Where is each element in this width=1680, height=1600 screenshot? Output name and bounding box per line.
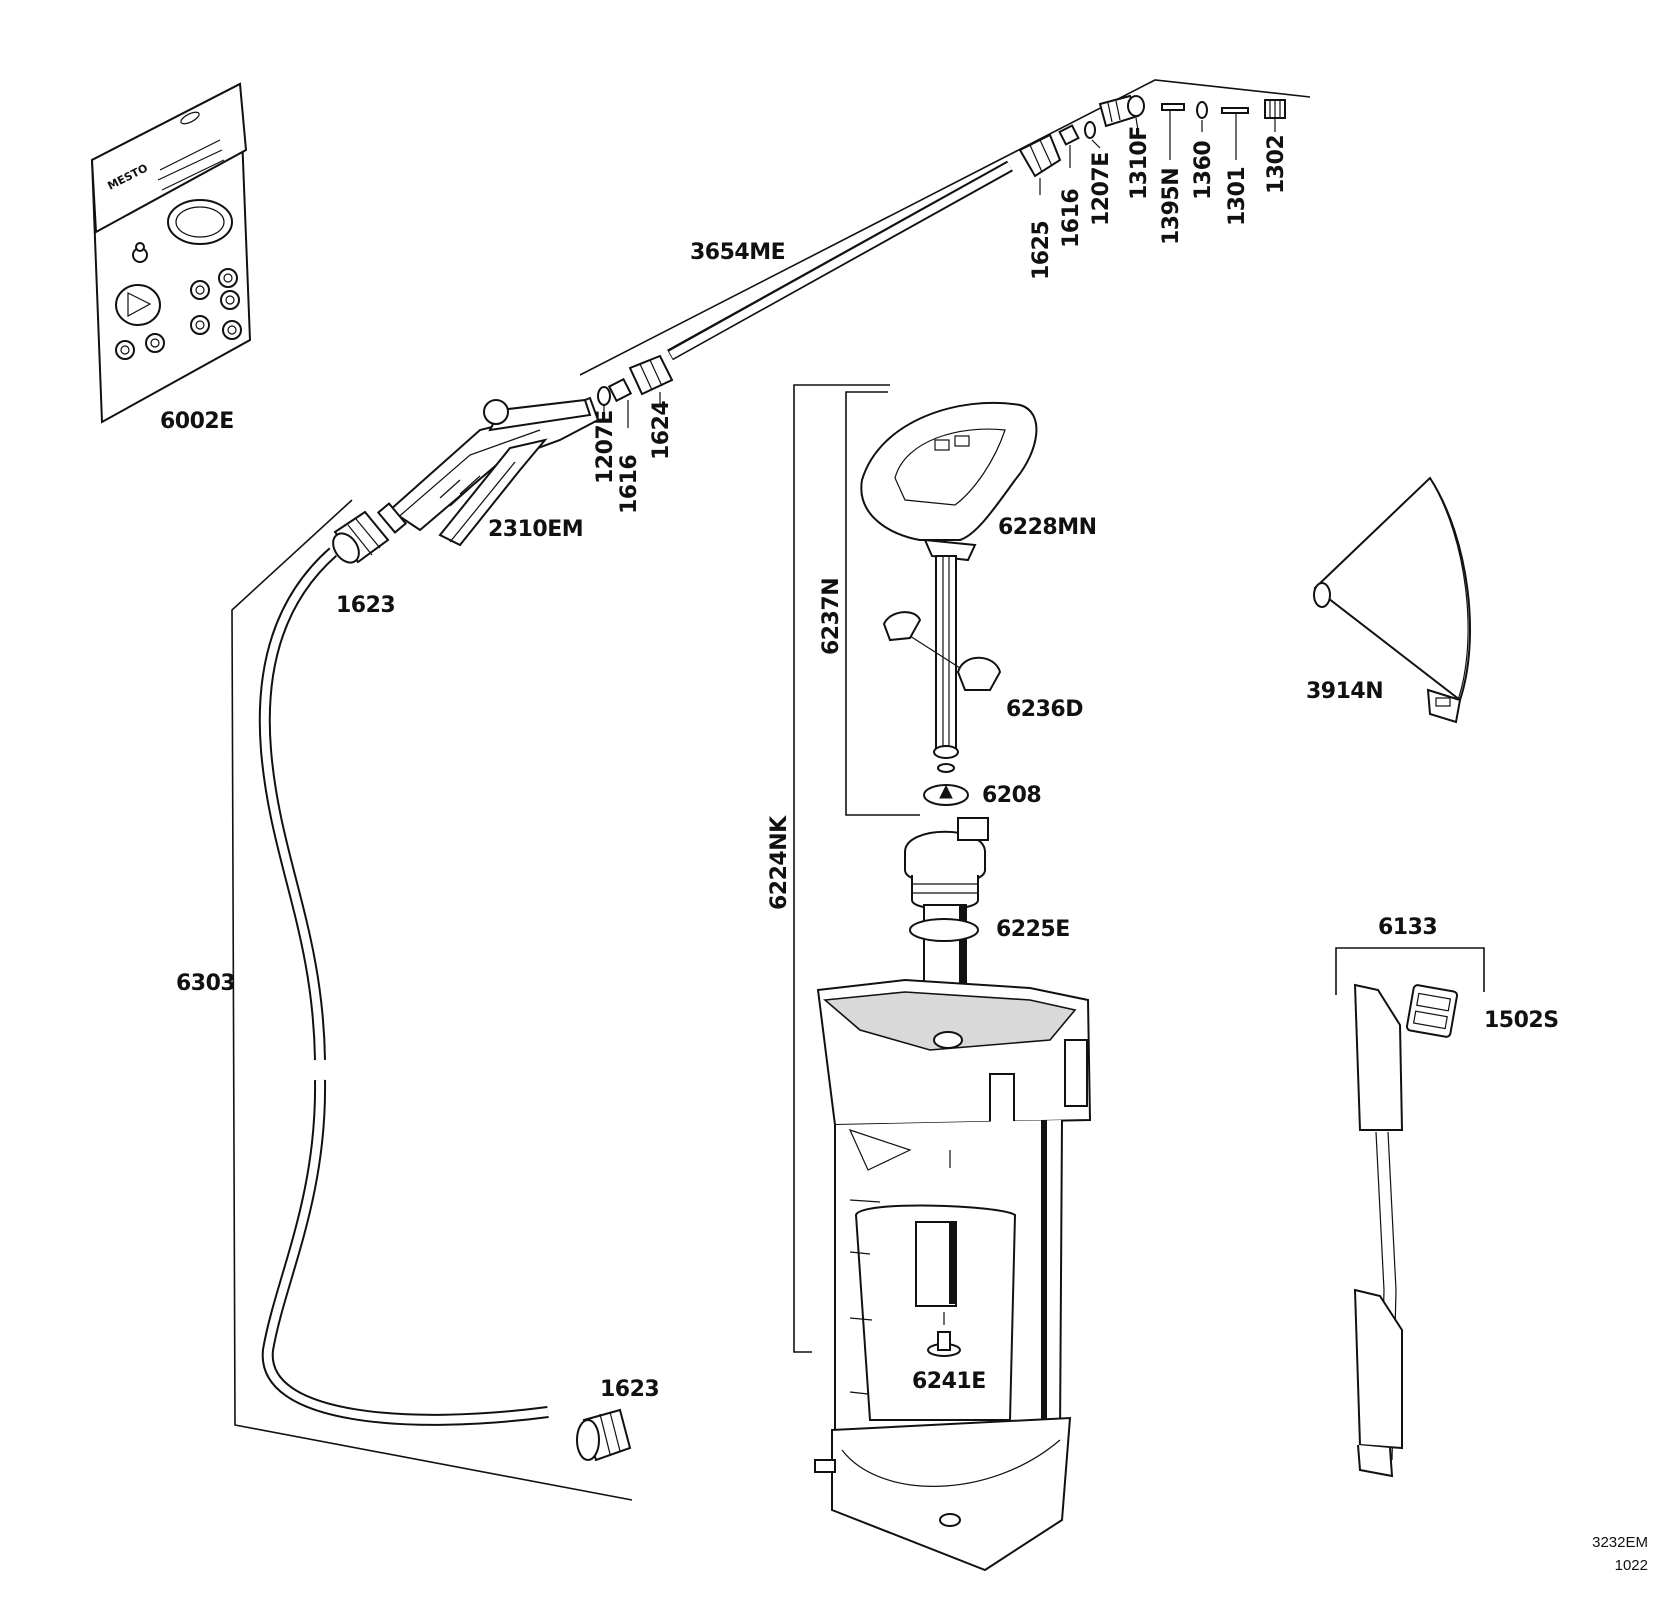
needle-1301 xyxy=(1221,107,1249,114)
clip-6236D xyxy=(882,611,1002,691)
strap-6133 xyxy=(1353,983,1404,1478)
label-1502S: 1502S xyxy=(1484,1008,1559,1033)
hose-6303 xyxy=(258,547,549,1426)
hose-nut-1623-top xyxy=(332,510,390,564)
label-1625: 1625 xyxy=(1029,221,1054,280)
cap-1302 xyxy=(1264,99,1286,119)
pump-handle-6228MN xyxy=(860,401,1038,562)
lance-tube xyxy=(667,160,1013,361)
label-1310F: 1310F xyxy=(1127,126,1152,200)
label-1207E-top: 1207E xyxy=(1089,152,1114,226)
bracket-6237N xyxy=(845,391,920,816)
oring-6225E xyxy=(909,918,979,942)
label-3654ME: 3654ME xyxy=(690,240,785,265)
label-6208: 6208 xyxy=(982,783,1041,808)
nut-1624 xyxy=(628,354,674,396)
spray-handle-2310EM xyxy=(376,396,600,547)
label-6133: 6133 xyxy=(1378,915,1437,940)
hose-group-bracket xyxy=(231,499,633,1501)
label-6237N: 6237N xyxy=(819,578,844,655)
nut-1625 xyxy=(1018,133,1062,178)
piston-rod xyxy=(933,555,959,773)
label-6241E: 6241E xyxy=(912,1369,986,1394)
valve-6208 xyxy=(923,784,969,806)
pin-1395N xyxy=(1161,103,1185,111)
label-6236D: 6236D xyxy=(1006,697,1083,722)
label-1616-mid: 1616 xyxy=(617,455,642,514)
label-1395N: 1395N xyxy=(1159,168,1184,245)
label-1616-top: 1616 xyxy=(1059,189,1084,248)
ring-1360 xyxy=(1196,101,1208,119)
washer-1207E-mid xyxy=(597,386,611,406)
label-6002E: 6002E xyxy=(160,409,234,434)
label-1302: 1302 xyxy=(1264,135,1289,194)
drawing-revision: 1022 xyxy=(1615,1557,1648,1574)
hose-nut-1623-bottom xyxy=(576,1408,632,1462)
washer-1207E-top xyxy=(1084,121,1096,139)
nozzle-1310F xyxy=(1098,94,1145,128)
drawing-code: 3232EM xyxy=(1592,1534,1648,1551)
label-6225E: 6225E xyxy=(996,917,1070,942)
label-1207E-mid: 1207E xyxy=(593,410,618,484)
seal-kit-package: MESTO xyxy=(90,82,252,424)
bracket-6224NK xyxy=(793,384,890,1353)
label-1623-bottom: 1623 xyxy=(600,1377,659,1402)
fitting-1616-top xyxy=(1058,124,1080,146)
fitting-1616-mid xyxy=(607,377,633,403)
lance-group-bracket xyxy=(579,79,1311,376)
bracket-6133 xyxy=(1335,947,1485,995)
label-2310EM: 2310EM xyxy=(488,517,583,542)
buckle-1502S xyxy=(1405,984,1459,1038)
funnel-3914N xyxy=(1313,476,1471,724)
label-1301: 1301 xyxy=(1225,167,1250,226)
label-6303: 6303 xyxy=(176,971,235,996)
label-6224NK: 6224NK xyxy=(767,815,792,910)
label-6228MN: 6228MN xyxy=(998,515,1097,540)
label-1360: 1360 xyxy=(1191,141,1216,200)
label-3914N: 3914N xyxy=(1306,679,1383,704)
label-1624: 1624 xyxy=(649,401,674,460)
label-1623-top: 1623 xyxy=(336,593,395,618)
valve-pin-6241E xyxy=(927,1312,961,1357)
tank-body xyxy=(814,978,1092,1572)
